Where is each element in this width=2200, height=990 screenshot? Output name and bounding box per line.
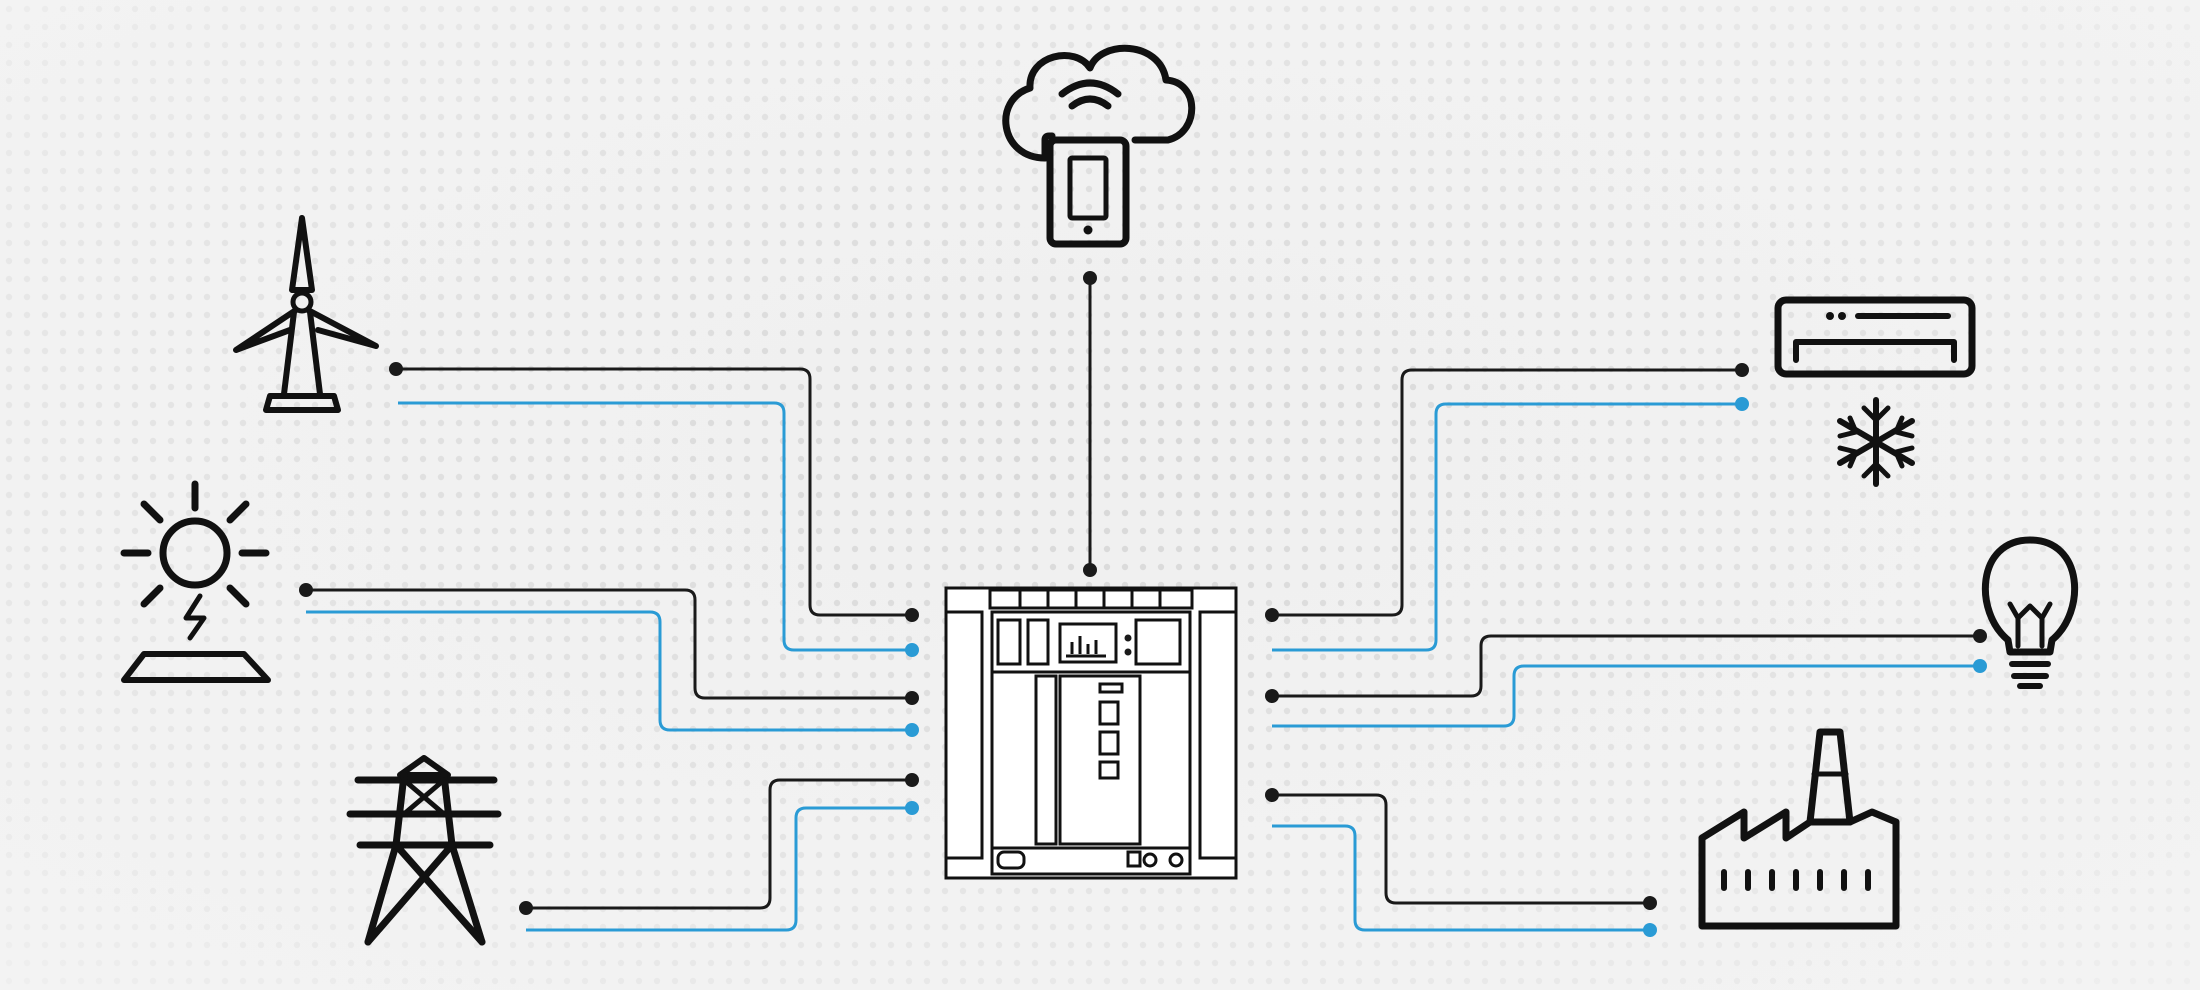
air-conditioner-icon [1774,296,1976,487]
breaker-top-dot [1083,563,1097,577]
grid-power-line [526,778,912,910]
ac-power-dot [1735,363,1749,377]
grid-data-line [526,806,912,932]
factory-icon [1698,728,1900,930]
breaker-left-dot-4 [905,723,919,737]
solar-data-line [306,610,912,732]
breaker-right-dot-1 [1265,608,1279,622]
breaker-left-dot-6 [905,801,919,815]
solar-power-line [306,588,912,700]
ac-data-dot [1735,397,1749,411]
breaker-left-dot-1 [905,608,919,622]
lighting-power-dot [1973,629,1987,643]
wind-power-dot [389,362,403,376]
lighting-data-dot [1973,659,1987,673]
circuit-breaker-icon [944,586,1238,880]
transmission-tower-icon [346,755,502,946]
connection-lines [306,278,1980,932]
cloud-link-dot [1083,271,1097,285]
breaker-right-dot-3 [1265,788,1279,802]
factory-power-dot [1643,896,1657,910]
factory-data-line [1272,824,1650,932]
wind-data-line [398,401,912,652]
light-bulb-icon [1981,536,2079,689]
wind-power-line [396,367,912,617]
grid-power-dot [519,901,533,915]
lighting-power-line [1272,634,1980,698]
lighting-data-line [1272,664,1980,728]
connection-dots [299,271,1987,937]
breaker-left-dot-5 [905,773,919,787]
solar-panel-icon [120,480,271,683]
ac-power-line [1272,368,1742,617]
factory-power-line [1272,793,1650,905]
solar-power-dot [299,583,313,597]
breaker-left-dot-2 [905,643,919,657]
ac-data-line [1272,402,1742,652]
breaker-left-dot-3 [905,691,919,705]
factory-data-dot [1643,923,1657,937]
breaker-right-dot-2 [1265,689,1279,703]
cloud-tablet-icon [1002,44,1196,248]
wind-turbine-icon [233,215,379,413]
